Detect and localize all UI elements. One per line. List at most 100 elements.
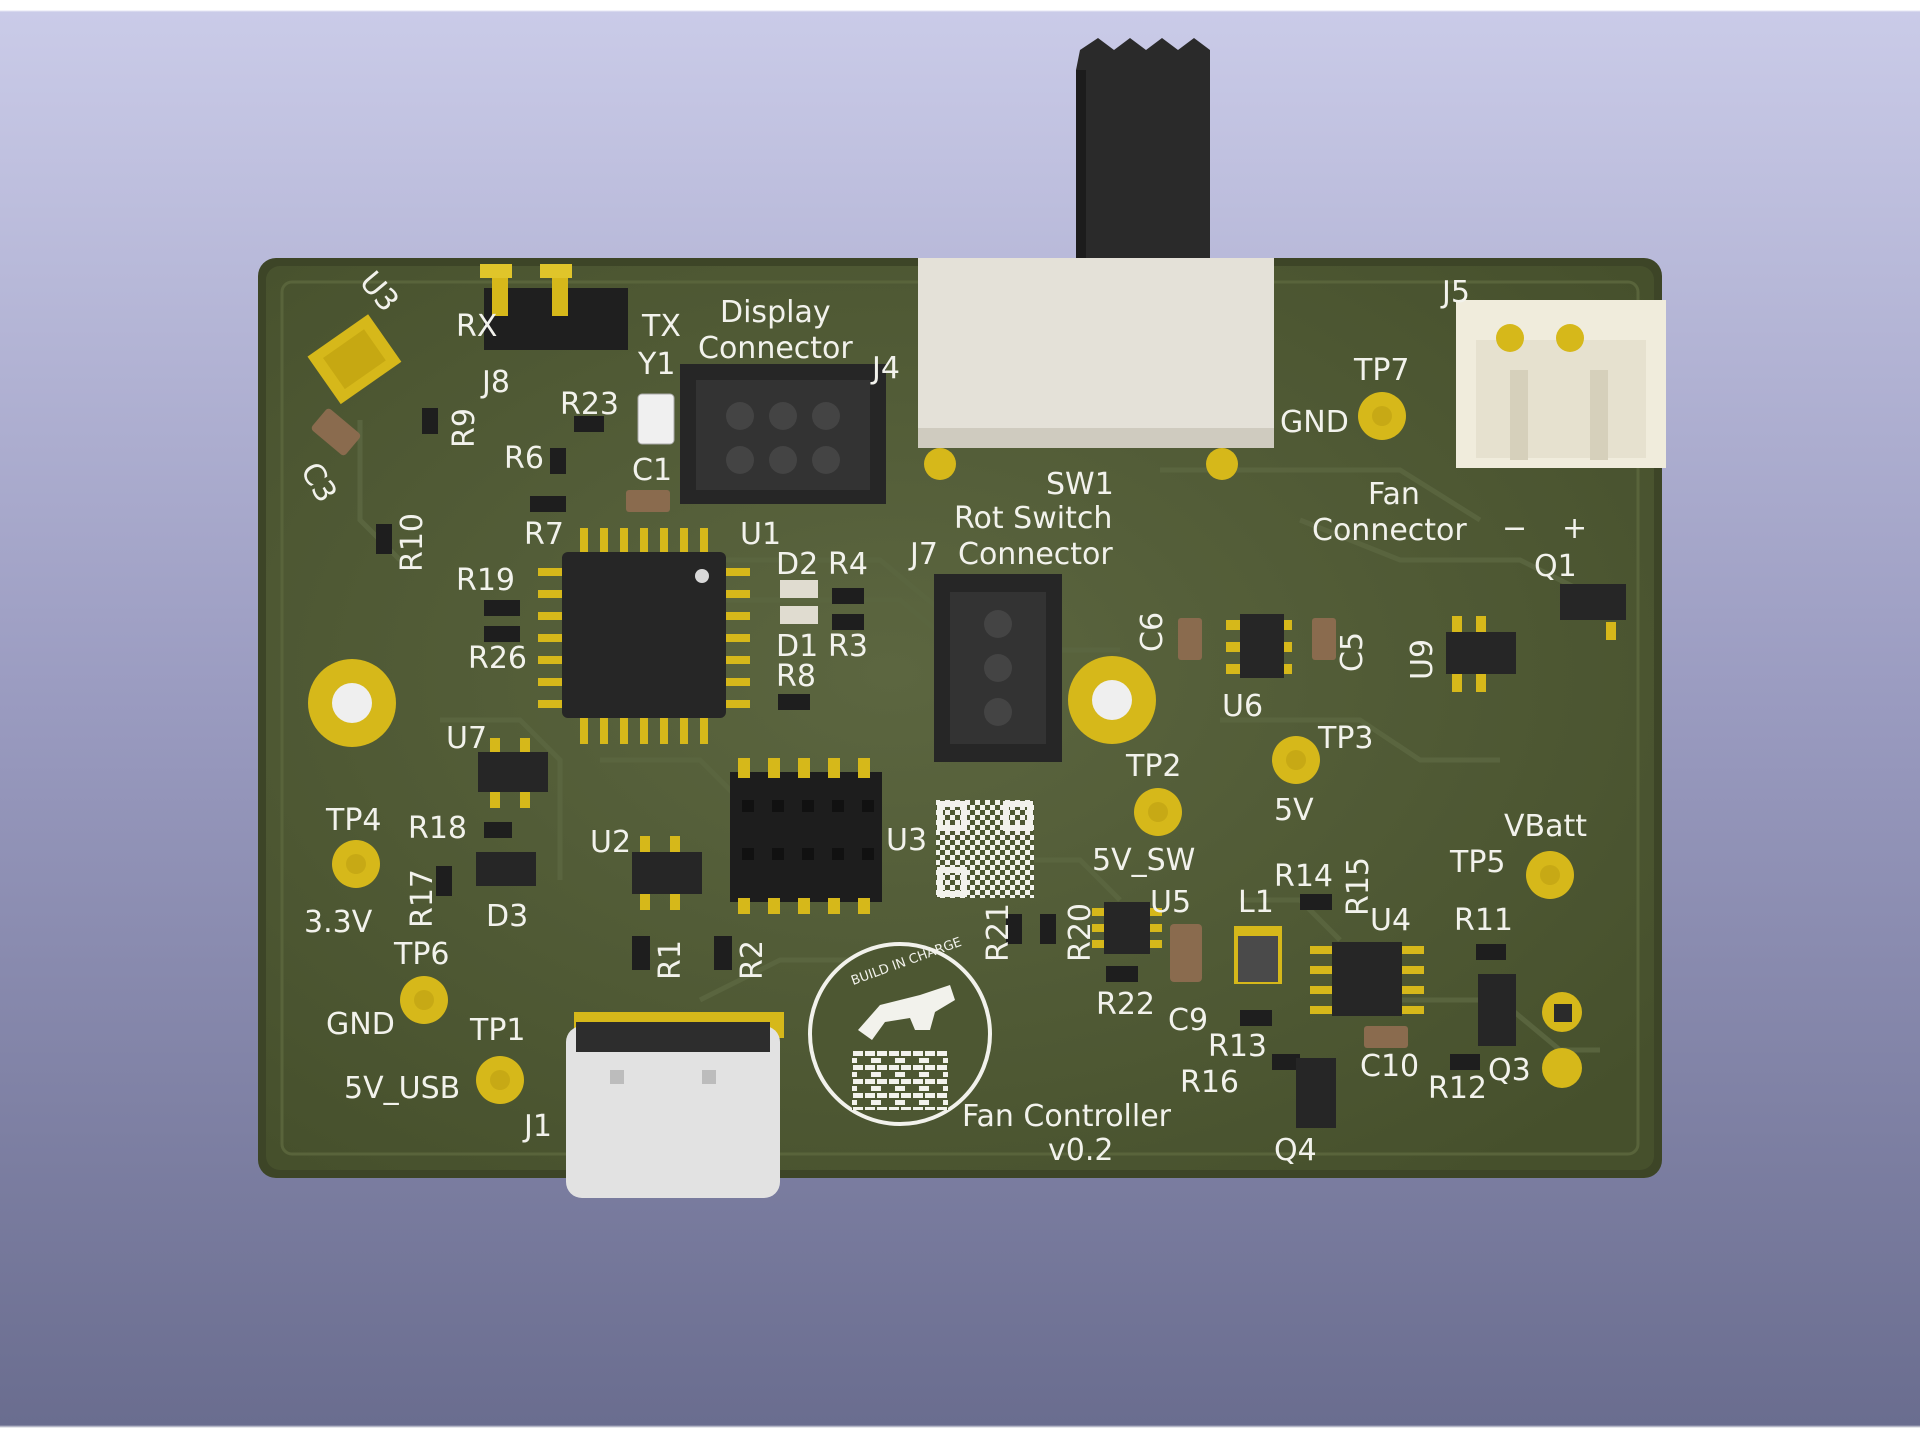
label-r16: R16 bbox=[1180, 1065, 1239, 1100]
label-u7: U7 bbox=[446, 721, 487, 756]
label-u6: U6 bbox=[1222, 689, 1263, 724]
label-3v3: 3.3V bbox=[304, 905, 373, 940]
label-r17: R17 bbox=[405, 869, 440, 928]
label-tp6: TP6 bbox=[393, 937, 450, 972]
board-title: Fan Controller bbox=[962, 1099, 1172, 1134]
u1-microcontroller bbox=[538, 528, 750, 744]
label-tp3: TP3 bbox=[1317, 721, 1374, 756]
u3-programming-header bbox=[730, 758, 882, 914]
label-j7: J7 bbox=[908, 537, 938, 572]
ic-packages bbox=[476, 584, 1626, 1128]
testpoint-tp6 bbox=[400, 976, 448, 1024]
usb-c-connector-j1 bbox=[566, 1012, 784, 1198]
label-fan-minus: − bbox=[1502, 511, 1527, 546]
label-rot-line1: Rot Switch bbox=[954, 501, 1112, 536]
label-d2: D2 bbox=[776, 547, 818, 582]
sw1-switch-body bbox=[918, 258, 1274, 480]
label-r8: R8 bbox=[776, 659, 816, 694]
label-d1: D1 bbox=[776, 629, 818, 664]
testpoint-tp5 bbox=[1526, 851, 1574, 899]
label-j5: J5 bbox=[1440, 275, 1470, 310]
label-tx: TX bbox=[641, 309, 681, 344]
label-u4: U4 bbox=[1370, 903, 1411, 938]
label-c6: C6 bbox=[1135, 612, 1170, 652]
label-j8: J8 bbox=[480, 365, 510, 400]
label-tp2: TP2 bbox=[1125, 749, 1182, 784]
label-j4: J4 bbox=[870, 351, 900, 386]
label-c5: C5 bbox=[1335, 632, 1370, 672]
label-fan-line1: Fan bbox=[1368, 477, 1420, 512]
label-u9: U9 bbox=[1405, 639, 1440, 680]
qr-code bbox=[936, 800, 1034, 898]
label-r18: R18 bbox=[408, 811, 467, 846]
smd-components bbox=[311, 408, 1506, 1070]
label-tp1: TP1 bbox=[469, 1013, 526, 1048]
label-r20: R20 bbox=[1063, 903, 1098, 962]
label-q3: Q3 bbox=[1488, 1053, 1531, 1088]
label-vbatt: VBatt bbox=[1504, 809, 1587, 844]
rot-switch-connector-j7 bbox=[934, 574, 1062, 762]
label-r23: R23 bbox=[560, 387, 619, 422]
mounting-hole-left bbox=[308, 659, 396, 747]
board-version: v0.2 bbox=[1048, 1133, 1113, 1168]
label-l1: L1 bbox=[1238, 885, 1274, 920]
label-r13: R13 bbox=[1208, 1029, 1267, 1064]
label-tp4: TP4 bbox=[325, 803, 382, 838]
label-u1: U1 bbox=[740, 517, 781, 552]
label-c1: C1 bbox=[632, 453, 672, 488]
label-5v-sw: 5V_SW bbox=[1092, 843, 1195, 878]
fan-connector-j5 bbox=[1456, 300, 1666, 468]
label-r1: R1 bbox=[653, 940, 688, 980]
label-r22: R22 bbox=[1096, 987, 1155, 1022]
label-r3: R3 bbox=[828, 629, 868, 664]
label-r2: R2 bbox=[735, 940, 770, 980]
label-q1: Q1 bbox=[1534, 549, 1577, 584]
label-c9: C9 bbox=[1168, 1003, 1208, 1038]
label-j1: J1 bbox=[522, 1109, 552, 1144]
label-tp5: TP5 bbox=[1449, 845, 1506, 880]
y1-crystal bbox=[637, 393, 675, 445]
label-r26: R26 bbox=[468, 641, 527, 676]
label-sw1: SW1 bbox=[1046, 467, 1114, 502]
label-fan-plus: + bbox=[1562, 511, 1587, 546]
label-r19: R19 bbox=[456, 563, 515, 598]
mounting-hole-center bbox=[1068, 656, 1156, 744]
build-in-charge-logo bbox=[808, 942, 992, 1126]
label-display-line2: Connector bbox=[698, 331, 853, 366]
label-gnd-tp7: GND bbox=[1280, 405, 1349, 440]
label-r14: R14 bbox=[1274, 859, 1333, 894]
label-u3b: U3 bbox=[886, 823, 927, 858]
j8-pin-header bbox=[480, 264, 628, 350]
label-r7: R7 bbox=[524, 517, 564, 552]
label-display-line1: Display bbox=[720, 295, 831, 330]
label-r6: R6 bbox=[504, 441, 544, 476]
label-r4: R4 bbox=[828, 547, 868, 582]
testpoint-tp3 bbox=[1272, 736, 1320, 784]
label-fan-line2: Connector bbox=[1312, 513, 1467, 548]
testpoint-tp2 bbox=[1134, 788, 1182, 836]
label-gnd-tp6: GND bbox=[326, 1007, 395, 1042]
label-r10: R10 bbox=[395, 513, 430, 572]
display-connector bbox=[680, 364, 886, 504]
testpoint-tp4 bbox=[332, 840, 380, 888]
label-r12: R12 bbox=[1428, 1071, 1487, 1106]
label-rx: RX bbox=[456, 309, 497, 344]
label-d3: D3 bbox=[486, 899, 528, 934]
label-5v-usb: 5V_USB bbox=[344, 1071, 460, 1106]
label-rot-line2: Connector bbox=[958, 537, 1113, 572]
qr-code-finders bbox=[937, 801, 1033, 897]
label-r9: R9 bbox=[447, 408, 482, 448]
testpoint-tp7 bbox=[1358, 392, 1406, 440]
label-r15: R15 bbox=[1341, 857, 1376, 916]
slide-switch-actuator bbox=[1076, 38, 1210, 258]
testpoint-tp1 bbox=[476, 1056, 524, 1104]
label-tp7: TP7 bbox=[1353, 353, 1410, 388]
label-q4: Q4 bbox=[1274, 1133, 1317, 1168]
label-y1: Y1 bbox=[637, 347, 675, 382]
label-c10: C10 bbox=[1360, 1049, 1419, 1084]
u3-ic bbox=[307, 314, 402, 405]
label-5v: 5V bbox=[1274, 793, 1314, 828]
label-r11: R11 bbox=[1454, 903, 1513, 938]
